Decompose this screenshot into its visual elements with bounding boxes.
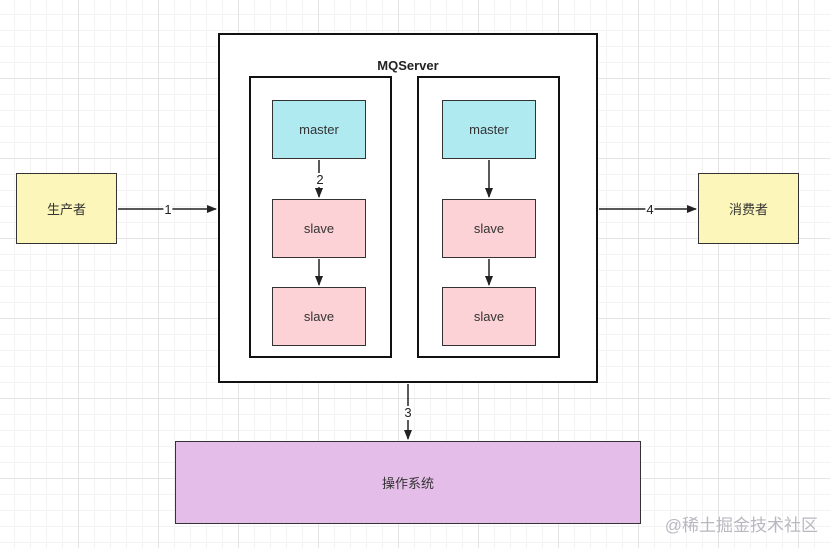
edge-label-2: 2: [315, 172, 325, 187]
slave-node-left-1-label: slave: [303, 221, 335, 236]
os-label: 操作系统: [381, 476, 434, 491]
master-node-right-label: master: [469, 122, 509, 137]
master-node-right: master: [442, 100, 536, 159]
consumer-box: 消费者: [698, 173, 799, 244]
producer-label: 生产者: [46, 202, 86, 217]
slave-node-right-1: slave: [442, 199, 536, 258]
slave-node-right-1-label: slave: [473, 221, 505, 236]
consumer-label: 消费者: [728, 202, 768, 217]
os-box: 操作系统: [175, 441, 641, 524]
master-node-left: master: [272, 100, 366, 159]
slave-node-left-2-label: slave: [303, 309, 335, 324]
mq-server-title: MQServer: [377, 58, 439, 73]
slave-node-left-2: slave: [272, 287, 366, 346]
producer-box: 生产者: [16, 173, 117, 244]
slave-node-right-2-label: slave: [473, 309, 505, 324]
edge-label-3: 3: [403, 405, 413, 420]
master-node-left-label: master: [299, 122, 339, 137]
edge-label-4: 4: [645, 202, 655, 217]
slave-node-left-1: slave: [272, 199, 366, 258]
edge-label-1: 1: [163, 202, 173, 217]
watermark-text: @稀土掘金技术社区: [664, 516, 818, 535]
slave-node-right-2: slave: [442, 287, 536, 346]
